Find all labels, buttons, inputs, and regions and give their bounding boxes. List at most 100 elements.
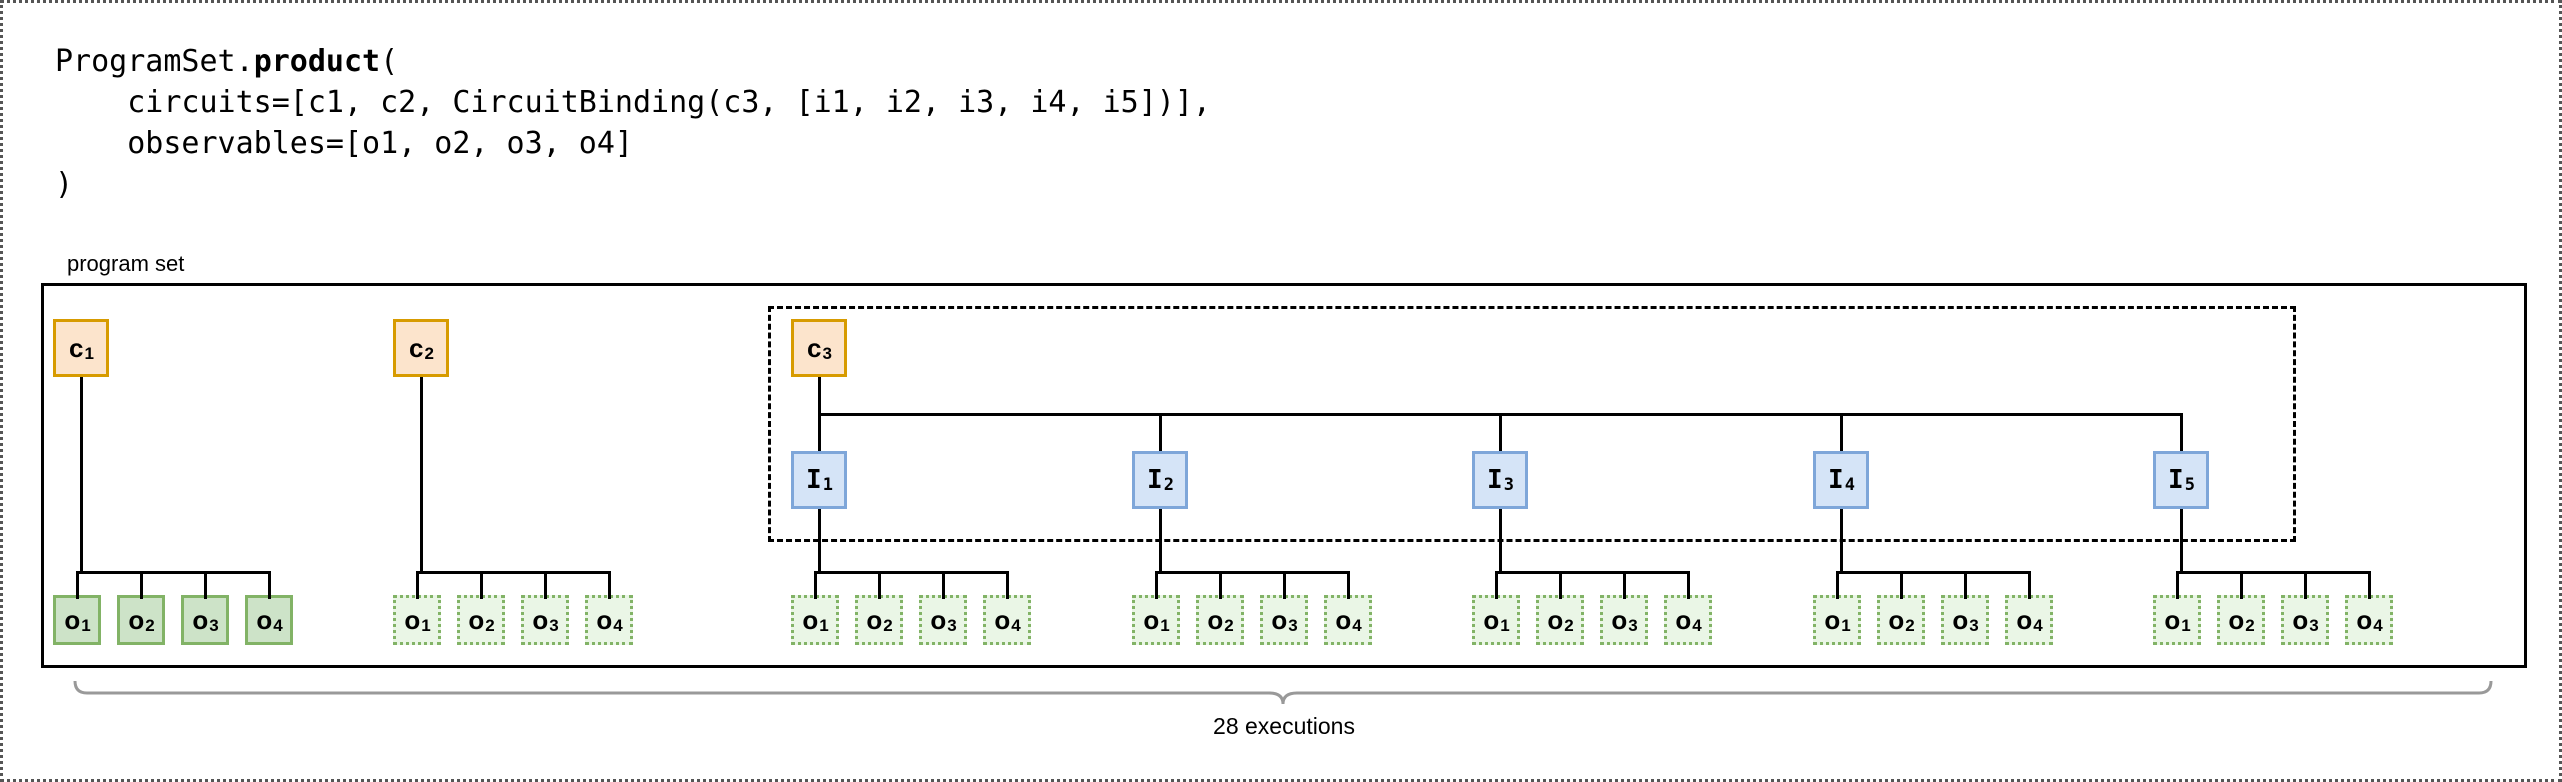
connector-line xyxy=(80,377,83,571)
observable-c1-o4-label: o xyxy=(256,605,273,635)
circuit-c2-subscript: 2 xyxy=(424,343,434,363)
observable-c1-o3-label: o xyxy=(192,605,209,635)
binding-i3-subscript: 3 xyxy=(1503,474,1514,495)
connector-line xyxy=(608,571,611,599)
observable-i3-o4-label: o xyxy=(1675,605,1692,635)
connector-line xyxy=(420,377,423,571)
connector-line xyxy=(814,571,817,599)
binding-i3-label: I xyxy=(1487,465,1503,495)
connector-line xyxy=(1155,571,1158,599)
connector-line xyxy=(1283,571,1286,599)
observable-i5-o4-label: o xyxy=(2356,605,2373,635)
connector-line xyxy=(77,571,269,574)
connector-line xyxy=(942,571,945,599)
connector-line xyxy=(1219,571,1222,599)
observable-i3-o4-subscript: 4 xyxy=(1692,615,1702,635)
observable-i4-o3-subscript: 3 xyxy=(1969,615,1979,635)
connector-line xyxy=(1159,413,1162,451)
observable-i4-o3-label: o xyxy=(1952,605,1969,635)
observable-i1-o4-label: o xyxy=(994,605,1011,635)
connector-line xyxy=(1156,571,1348,574)
connector-line xyxy=(2177,571,2369,574)
code-line-3: observables=[o1, o2, o3, o4] xyxy=(55,126,633,161)
observable-i1-o2-label: o xyxy=(866,605,883,635)
code-line-4: ) xyxy=(55,167,74,202)
connector-line xyxy=(878,571,881,599)
connector-line xyxy=(1347,571,1350,599)
observable-i2-o2-label: o xyxy=(1207,605,1224,635)
observable-i5-o3-subscript: 3 xyxy=(2309,615,2319,635)
binding-i4-subscript: 4 xyxy=(1844,474,1855,495)
connector-line xyxy=(1687,571,1690,599)
observable-c1-o2-label: o xyxy=(128,605,145,635)
observable-c1-o4-subscript: 4 xyxy=(273,615,283,635)
connector-line xyxy=(1006,571,1009,599)
connector-line xyxy=(2180,413,2183,451)
connector-line xyxy=(815,571,1007,574)
observable-i3-o3-subscript: 3 xyxy=(1628,615,1638,635)
connector-line xyxy=(1840,413,1843,451)
connector-line xyxy=(1837,571,2029,574)
connector-line xyxy=(818,509,821,571)
connector-line xyxy=(204,571,207,599)
circuit-c1-subscript: 1 xyxy=(84,343,94,363)
connector-line xyxy=(1495,571,1498,599)
observable-c2-o4-subscript: 4 xyxy=(613,615,623,635)
observable-i1-o1-label: o xyxy=(802,605,819,635)
connector-line xyxy=(140,571,143,599)
observable-c1-o3-subscript: 3 xyxy=(209,615,219,635)
connector-line xyxy=(1499,413,1502,451)
observable-i2-o2-subscript: 2 xyxy=(1224,615,1234,635)
code-line-2: circuits=[c1, c2, CircuitBinding(c3, [i1… xyxy=(55,85,1211,120)
observable-i2-o3-subscript: 3 xyxy=(1288,615,1298,635)
observable-i5-o1-label: o xyxy=(2164,605,2181,635)
observable-i2-o1-label: o xyxy=(1143,605,1160,635)
connector-line xyxy=(416,571,419,599)
observable-i3-o1-subscript: 1 xyxy=(1500,615,1510,635)
program-set-label: program set xyxy=(67,251,185,276)
executions-caption: 28 executions xyxy=(1213,713,1355,739)
observable-i4-o2-subscript: 2 xyxy=(1905,615,1915,635)
observable-i4-o1-label: o xyxy=(1824,605,1841,635)
observable-i2-o4-label: o xyxy=(1335,605,1352,635)
observable-c2-o3-label: o xyxy=(532,605,549,635)
connector-line xyxy=(1159,509,1162,571)
